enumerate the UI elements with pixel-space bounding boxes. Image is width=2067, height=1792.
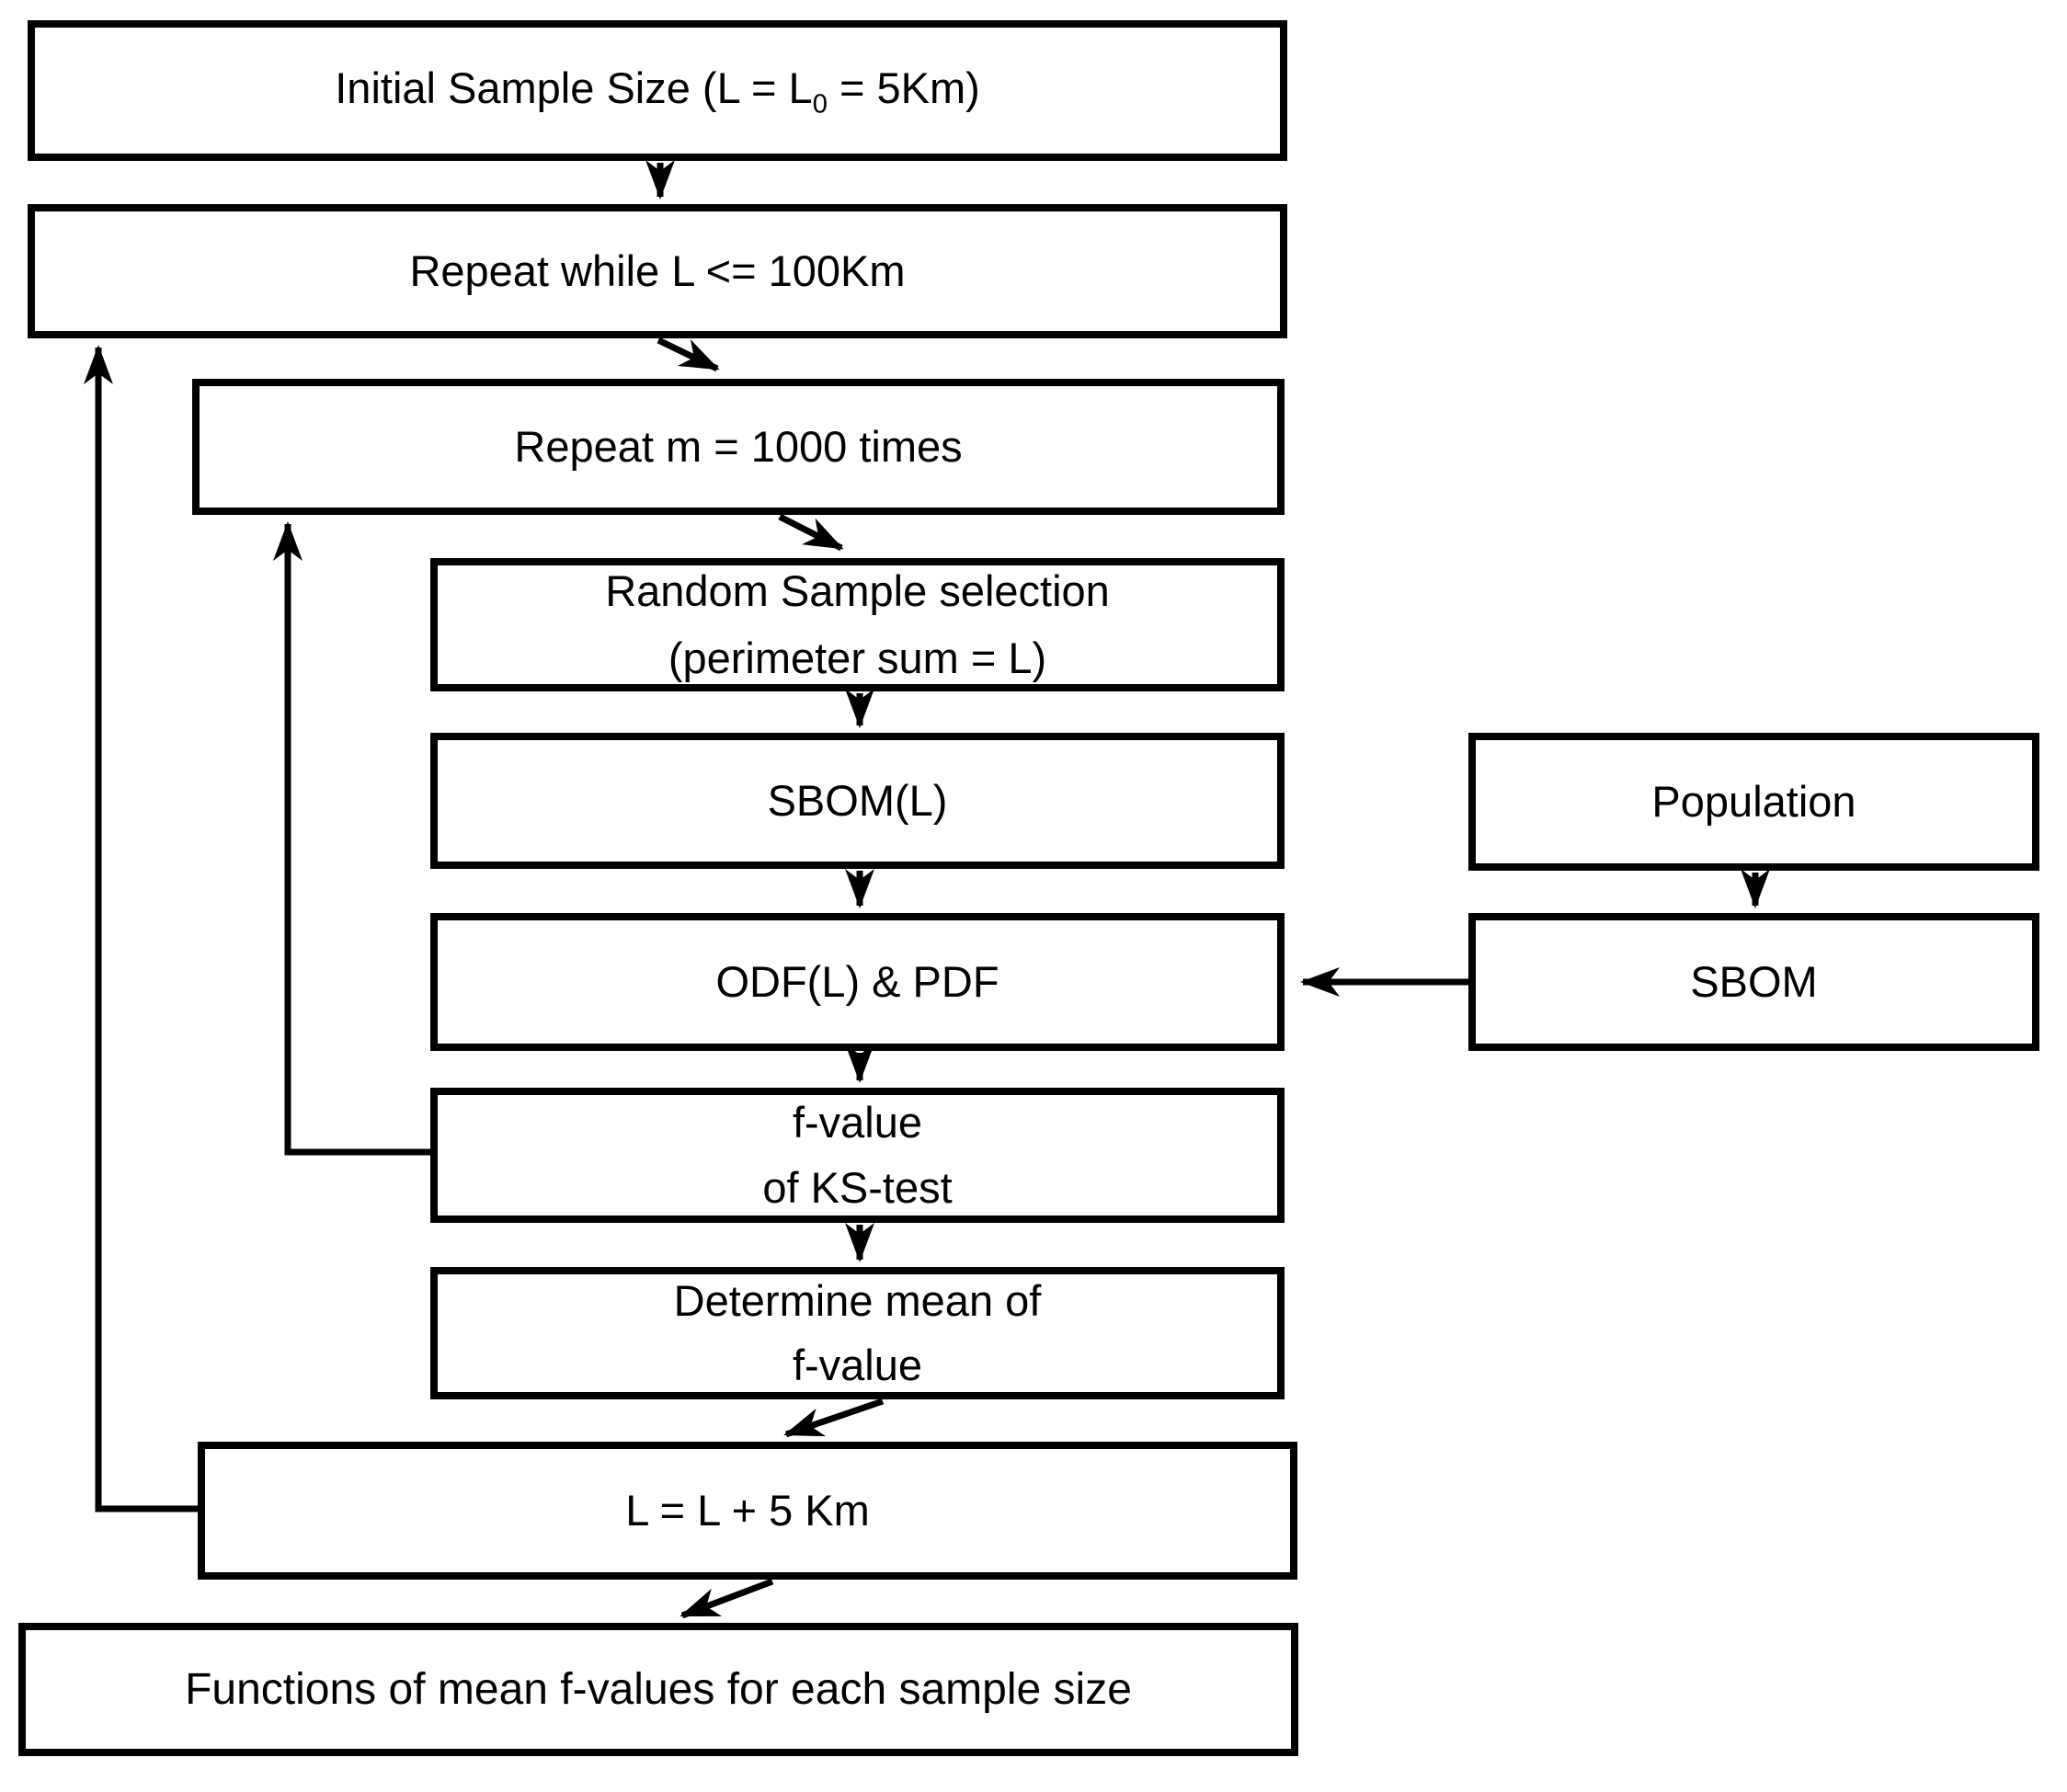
edge-increment-loop-to-repeat-while (84, 345, 204, 1512)
node-repeat-while: Repeat while L <= 100Km (28, 204, 1287, 338)
node-odf-pdf-label: ODF(L) & PDF (715, 956, 999, 1006)
node-mean-f-line2: f-value (792, 1341, 923, 1389)
node-repeat-m-times-label: Repeat m = 1000 times (514, 421, 963, 471)
edge-mean-f-to-increment (783, 1398, 885, 1438)
node-initial-label-subscript: 0 (812, 89, 828, 120)
node-initial-sample-size: Initial Sample Size (L = L0 = 5Km) (28, 20, 1287, 161)
node-sbom: SBOM (1468, 913, 2039, 1051)
node-f-value-line2: of KS-test (762, 1162, 953, 1212)
edge-repeat-m-to-random-sample (778, 513, 844, 552)
node-sbom-l-label: SBOM(L) (767, 775, 948, 825)
node-determine-mean-f-value: Determine mean of f-value (430, 1267, 1285, 1399)
node-f-value-line1: f-value (792, 1098, 923, 1147)
node-repeat-while-label: Repeat while L <= 100Km (409, 245, 906, 295)
node-random-sample-line2: (perimeter sum = L) (668, 633, 1047, 682)
node-initial-label-pre: Initial Sample Size (L = L (335, 63, 813, 112)
edge-f-value-loop-to-repeat-m (273, 521, 434, 1156)
node-functions-label: Functions of mean f-values for each samp… (185, 1664, 1132, 1714)
node-sbom-label: SBOM (1690, 956, 1818, 1006)
node-random-sample-line1: Random Sample selection (605, 565, 1110, 615)
node-increment-l: L = L + 5 Km (198, 1442, 1297, 1580)
edge-increment-to-functions (679, 1578, 774, 1619)
node-population-label: Population (1651, 776, 1856, 826)
node-functions-of-mean-f-values: Functions of mean f-values for each samp… (18, 1623, 1298, 1756)
node-mean-f-line1: Determine mean of (673, 1275, 1042, 1325)
node-initial-label-post: = 5Km) (827, 63, 980, 112)
node-f-value-ks-test: f-value of KS-test (430, 1088, 1285, 1223)
node-random-sample-selection: Random Sample selection (perimeter sum =… (430, 558, 1285, 691)
node-repeat-m-times: Repeat m = 1000 times (192, 379, 1285, 515)
node-sbom-l: SBOM(L) (430, 733, 1285, 869)
node-odf-pdf: ODF(L) & PDF (430, 913, 1285, 1051)
node-population: Population (1468, 733, 2039, 871)
node-increment-l-label: L = L + 5 Km (625, 1485, 870, 1535)
edge-repeat-while-to-repeat-m (657, 337, 720, 372)
